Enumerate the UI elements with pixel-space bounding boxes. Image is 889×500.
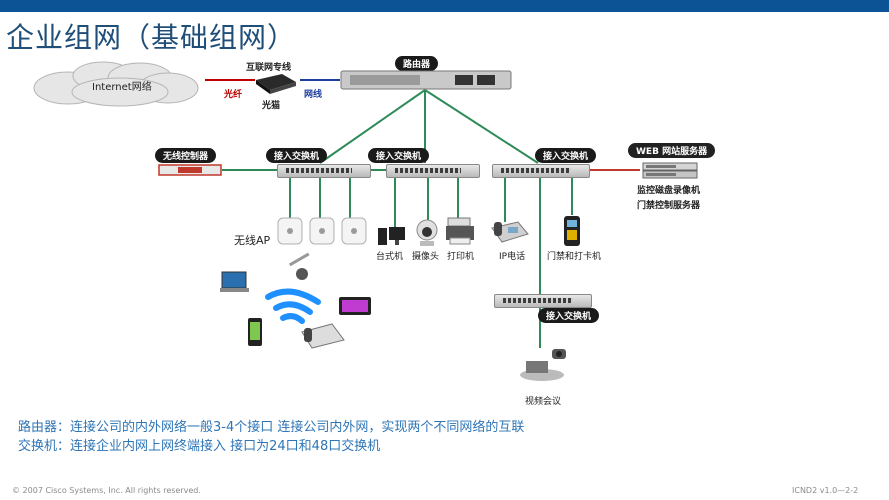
dvr-label: 监控磁盘录像机 [637,186,701,196]
top-banner [0,0,889,12]
web-server-label: WEB 网站服务器 [628,143,716,158]
wireless-controller-label: 无线控制器 [155,148,217,163]
switch3-label: 接入交换机 [535,148,597,163]
internet-label: Internet网络 [92,82,152,93]
desktop-icon [378,227,405,245]
ip-phone-label: IP电话 [499,252,526,262]
note-router: 路由器：连接公司的内外网络一般3-4个接口 连接公司内外网，实现两个不同网络的互… [18,420,525,435]
router-label: 路由器 [395,56,439,71]
internet-cloud-icon [33,61,199,107]
access-control-icon [564,216,580,246]
copyright: © 2007 Cisco Systems, Inc. All rights re… [12,486,201,495]
laptop-icon [220,271,249,292]
access-switch-4 [494,294,592,308]
desktop-label: 台式机 [376,252,404,262]
modem-label: 光猫 [262,101,281,111]
server-icon [642,162,698,179]
wifi-signal-icon [265,288,321,324]
router-icon [340,70,512,90]
notes: 路由器：连接公司的内外网络一般3-4个接口 连接公司内外网，实现两个不同网络的互… [18,418,524,456]
printer-label: 打印机 [447,252,475,262]
access-control-label: 门禁和打卡机 [547,252,602,262]
page-title: 企业组网（基础组网） [6,21,297,54]
access-switch-3 [492,164,590,178]
wireless-devices [220,252,345,349]
desk-phone-icon [301,323,345,349]
camera-label: 摄像头 [412,252,440,262]
printer-icon [446,217,474,245]
switch1-label: 接入交换机 [266,148,328,163]
ip-phone-icon [491,221,529,243]
modem-icon [256,74,296,94]
fiber-label: 光纤 [224,90,243,100]
access-switch-2 [386,164,480,178]
course-code: ICND2 v1.0—2-2 [792,486,859,495]
wireless-ap-label: 无线AP [234,234,271,247]
tablet-icon [339,297,371,315]
switch4-label: 接入交换机 [538,308,600,323]
smartphone-icon [248,318,262,346]
network-cable-label: 网线 [304,90,323,100]
access-switch-1 [277,164,371,178]
note-switch: 交换机：连接企业内网上网终端接入 接口为24口和48口交换机 [18,439,381,454]
switch2-label: 接入交换机 [368,148,430,163]
access-server-label: 门禁控制服务器 [637,201,701,211]
wireless-ap-icons [277,217,367,245]
wireless-controller-icon [158,164,222,176]
camera-icon [416,219,438,246]
dedicated-line-label: 互联网专线 [246,63,292,73]
video-conference-icon [520,349,566,381]
video-conference-label: 视频会议 [525,397,562,407]
